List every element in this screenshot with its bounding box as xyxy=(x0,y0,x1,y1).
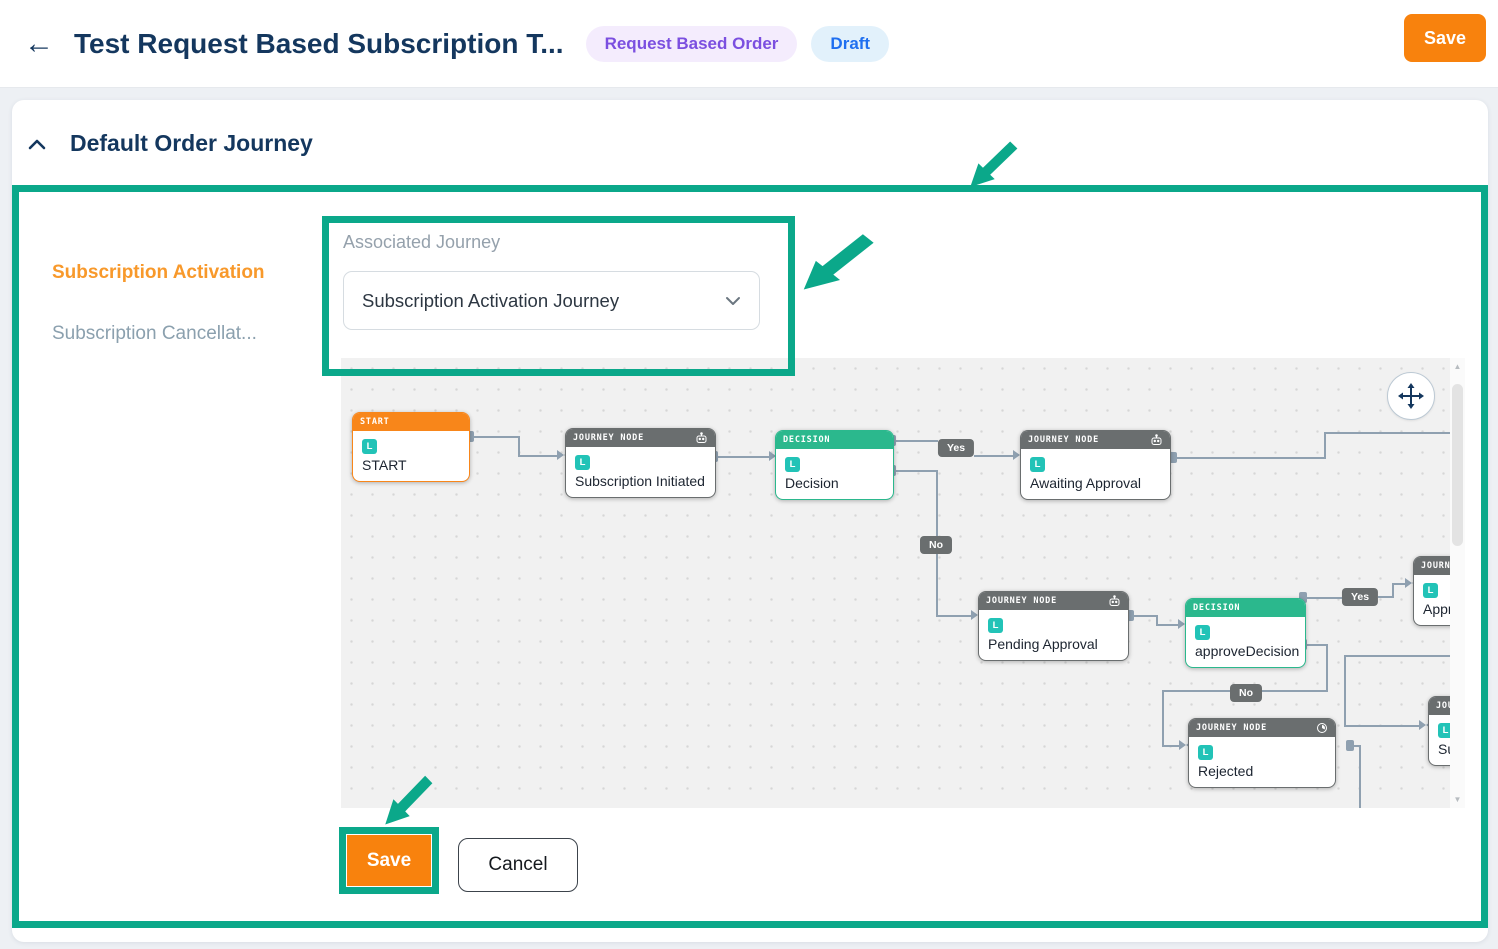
node-label: Rejected xyxy=(1198,763,1254,779)
section-title: Default Order Journey xyxy=(70,130,313,156)
save-button-top[interactable]: Save xyxy=(1404,14,1486,62)
flow-node-start[interactable]: START L START xyxy=(352,412,470,482)
flow-node-subscription-partial[interactable]: JOU L Su xyxy=(1428,696,1450,766)
canvas-scrollbar[interactable]: ▲ ▼ xyxy=(1450,358,1465,808)
journey-flow-canvas[interactable]: START L START JOURNEY NODE L Subscriptio… xyxy=(341,358,1450,808)
lifecycle-badge: L xyxy=(575,455,590,470)
flow-node-pending-approval[interactable]: JOURNEY NODE L Pending Approval xyxy=(978,591,1129,661)
scrollbar-thumb[interactable] xyxy=(1452,384,1463,546)
chevron-down-icon xyxy=(726,297,740,305)
status-badge: Draft xyxy=(811,25,890,62)
scroll-down-icon[interactable]: ▼ xyxy=(1453,795,1462,804)
node-type-label: JOURNEY NODE xyxy=(573,433,645,443)
flow-node-rejected[interactable]: JOURNEY NODE L Rejected xyxy=(1188,718,1336,788)
page-title: Test Request Based Subscription T... xyxy=(74,27,564,59)
node-type-label: DECISION xyxy=(783,435,831,445)
lifecycle-badge: L xyxy=(988,618,1003,633)
lifecycle-badge: L xyxy=(1195,625,1210,640)
node-label: Su xyxy=(1438,741,1450,757)
pan-tool-button[interactable] xyxy=(1387,372,1435,420)
node-label: START xyxy=(362,457,407,473)
order-type-badge: Request Based Order xyxy=(585,25,798,62)
node-type-label: START xyxy=(360,417,390,427)
flow-node-awaiting-approval[interactable]: JOURNEY NODE L Awaiting Approval xyxy=(1020,430,1171,500)
move-icon xyxy=(1398,383,1424,409)
edge-label-no: No xyxy=(1230,684,1262,702)
edge-label-yes: Yes xyxy=(937,439,975,457)
node-label: Appr xyxy=(1423,601,1450,617)
flow-node-approved-partial[interactable]: JOURN L Appr xyxy=(1413,556,1450,626)
node-label: approveDecision xyxy=(1195,643,1300,659)
sidebar-item-subscription-activation[interactable]: Subscription Activation xyxy=(52,262,265,283)
sidebar-item-subscription-cancellation[interactable]: Subscription Cancellat... xyxy=(52,323,257,344)
scroll-up-icon[interactable]: ▲ xyxy=(1453,362,1462,371)
lifecycle-badge: L xyxy=(362,439,377,454)
section-header: Default Order Journey xyxy=(28,130,313,157)
cancel-button[interactable]: Cancel xyxy=(458,838,578,892)
node-type-label: JOURNEY NODE xyxy=(1196,723,1268,733)
dropdown-selected-value: Subscription Activation Journey xyxy=(362,289,620,311)
clock-icon xyxy=(1317,723,1327,733)
back-arrow-icon[interactable]: ← xyxy=(24,26,54,60)
chevron-up-icon[interactable] xyxy=(28,138,46,150)
lifecycle-badge: L xyxy=(1198,745,1213,760)
node-label: Subscription Initiated xyxy=(575,473,705,489)
bot-icon xyxy=(1151,434,1162,445)
edge-label-no: No xyxy=(920,536,952,554)
associated-journey-label: Associated Journey xyxy=(343,232,501,252)
node-label: Pending Approval xyxy=(988,636,1098,652)
node-type-label: JOU xyxy=(1436,701,1450,711)
node-type-label: DECISION xyxy=(1193,603,1241,613)
lifecycle-badge: L xyxy=(1438,723,1450,738)
lifecycle-badge: L xyxy=(785,457,800,472)
top-header: ← Test Request Based Subscription T... R… xyxy=(0,0,1498,88)
node-type-label: JOURNEY NODE xyxy=(1028,435,1100,445)
bot-icon xyxy=(1109,595,1120,606)
lifecycle-badge: L xyxy=(1030,457,1045,472)
node-type-label: JOURN xyxy=(1421,561,1450,571)
edge-label-yes: Yes xyxy=(1341,588,1379,606)
save-button[interactable]: Save xyxy=(347,835,431,886)
node-label: Decision xyxy=(785,475,839,491)
associated-journey-dropdown[interactable]: Subscription Activation Journey xyxy=(343,271,760,330)
node-label: Awaiting Approval xyxy=(1030,475,1142,491)
lifecycle-badge: L xyxy=(1423,583,1438,598)
bot-icon xyxy=(696,432,707,443)
flow-node-subscription-initiated[interactable]: JOURNEY NODE L Subscription Initiated xyxy=(565,428,716,498)
flow-node-approve-decision[interactable]: DECISION L approveDecision xyxy=(1185,598,1306,668)
node-type-label: JOURNEY NODE xyxy=(986,596,1058,606)
flow-node-decision[interactable]: DECISION L Decision xyxy=(775,430,894,500)
